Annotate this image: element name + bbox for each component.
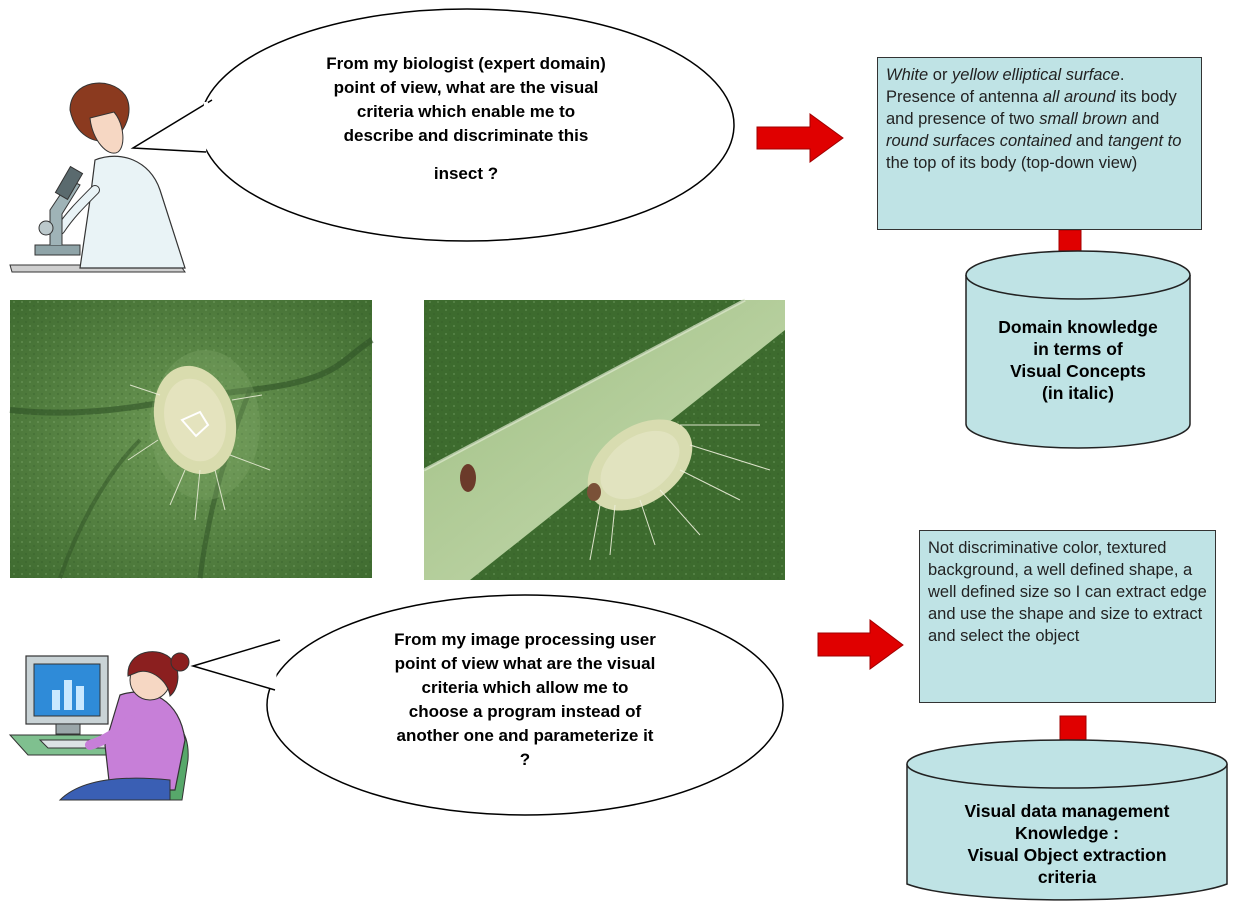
top-question-line: From my biologist (expert domain) <box>258 52 674 76</box>
database-label-line: criteria <box>907 866 1227 888</box>
visual-concepts-box: White or yellow elliptical surface. Pres… <box>877 57 1202 230</box>
top-question-line: insect ? <box>258 162 674 186</box>
whitefly-on-leaf-photo <box>10 300 372 578</box>
extraction-criteria-box: Not discriminative color, textured backg… <box>919 530 1216 703</box>
top-question-line: point of view, what are the visual <box>258 76 674 100</box>
answer-segment: or <box>928 66 952 84</box>
database-label-line: Visual data management <box>907 800 1227 822</box>
bottom-question-line: From my image processing user <box>320 628 730 652</box>
answer-segment: and <box>1127 110 1159 128</box>
bottom-right-arrow <box>818 620 903 669</box>
bottom-question-line: criteria which allow me to <box>320 676 730 700</box>
visual-data-management-label: Visual data management Knowledge : Visua… <box>907 800 1227 888</box>
database-label-line: Visual Object extraction <box>907 844 1227 866</box>
database-label-line: (in italic) <box>966 382 1190 404</box>
answer-segment: White <box>886 66 928 84</box>
database-label-line: Visual Concepts <box>966 360 1190 382</box>
bottom-question: From my image processing user point of v… <box>320 628 730 772</box>
answer-segment: small brown <box>1039 110 1127 128</box>
answer-segment: round surfaces contained <box>886 132 1071 150</box>
top-question: From my biologist (expert domain) point … <box>258 52 674 186</box>
bottom-question-line: another one and parameterize it <box>320 724 730 748</box>
database-label-line: Domain knowledge <box>966 316 1190 338</box>
scientist-microscope-clipart <box>10 83 185 272</box>
whitefly-on-stem-photo <box>424 300 785 580</box>
answer-segment: tangent to <box>1108 132 1181 150</box>
top-question-line: criteria which enable me to <box>258 100 674 124</box>
answer-segment: yellow elliptical surface <box>952 66 1120 84</box>
top-right-arrow <box>757 114 843 162</box>
answer-segment: all around <box>1043 88 1115 106</box>
domain-knowledge-label: Domain knowledge in terms of Visual Conc… <box>966 316 1190 404</box>
bottom-question-line: point of view what are the visual <box>320 652 730 676</box>
bottom-answer-text: Not discriminative color, textured backg… <box>928 539 1207 645</box>
woman-at-computer-clipart <box>10 652 189 800</box>
database-label-line: in terms of <box>966 338 1190 360</box>
bottom-question-line: choose a program instead of <box>320 700 730 724</box>
answer-segment: and <box>1071 132 1108 150</box>
database-label-line: Knowledge : <box>907 822 1227 844</box>
top-question-line: describe and discriminate this <box>258 124 674 148</box>
bottom-question-line: ? <box>320 748 730 772</box>
answer-segment: the top of its body (top-down view) <box>886 154 1137 172</box>
